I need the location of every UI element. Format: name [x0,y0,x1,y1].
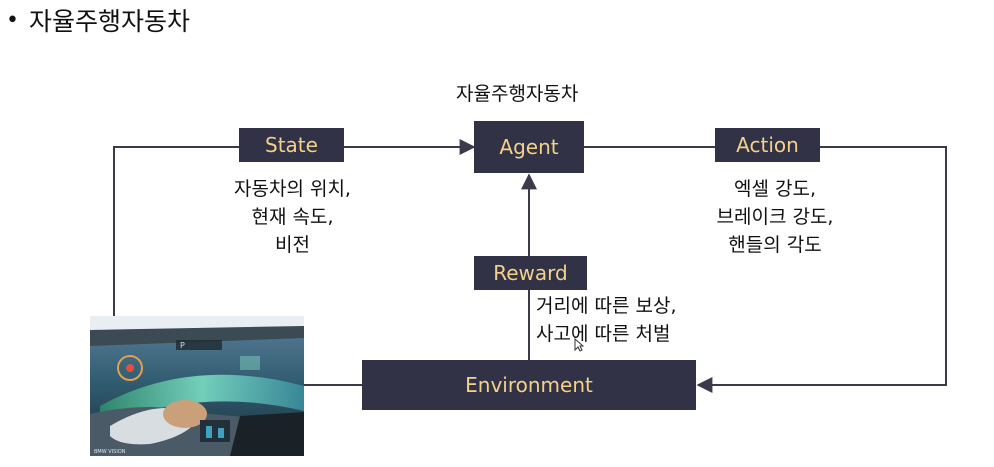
action-desc-line: 브레이크 강도, [716,206,834,228]
state-desc-line: 자동차의 위치, [234,178,351,200]
bullet-point: • [6,7,19,33]
reward-desc-line: 사고에 따른 처벌 [536,323,671,345]
reward-desc-line: 거리에 따른 보상, [536,295,677,317]
agent-caption: 자율주행자동차 [456,83,579,105]
car-interior-illustration: P BMW VISION [90,316,304,456]
slide-title: • 자율주행자동차 [6,2,190,38]
car-interior-photo: P BMW VISION [90,316,304,456]
state-desc-line: 비전 [275,234,310,256]
action-desc-line: 엑셀 강도, [734,178,816,200]
photo-watermark: BMW VISION [94,449,126,455]
slide-title-text: 자율주행자동차 [28,7,190,36]
state-desc-line: 현재 속도, [251,206,334,228]
state-connector [113,139,476,316]
state-description: 자동차의 위치, 현재 속도, 비전 [215,175,370,259]
agent-box: Agent [474,121,584,173]
mouse-cursor-icon [574,338,584,352]
environment-box: Environment [362,360,696,410]
action-description: 엑셀 강도, 브레이크 강도, 핸들의 각도 [690,175,860,259]
action-box: Action [715,128,820,162]
photo-hud-text: P [180,341,185,350]
action-desc-line: 핸들의 각도 [728,234,822,256]
state-box: State [239,128,344,162]
reward-box: Reward [474,256,587,290]
reward-description: 거리에 따른 보상, 사고에 따른 처벌 [536,292,676,348]
